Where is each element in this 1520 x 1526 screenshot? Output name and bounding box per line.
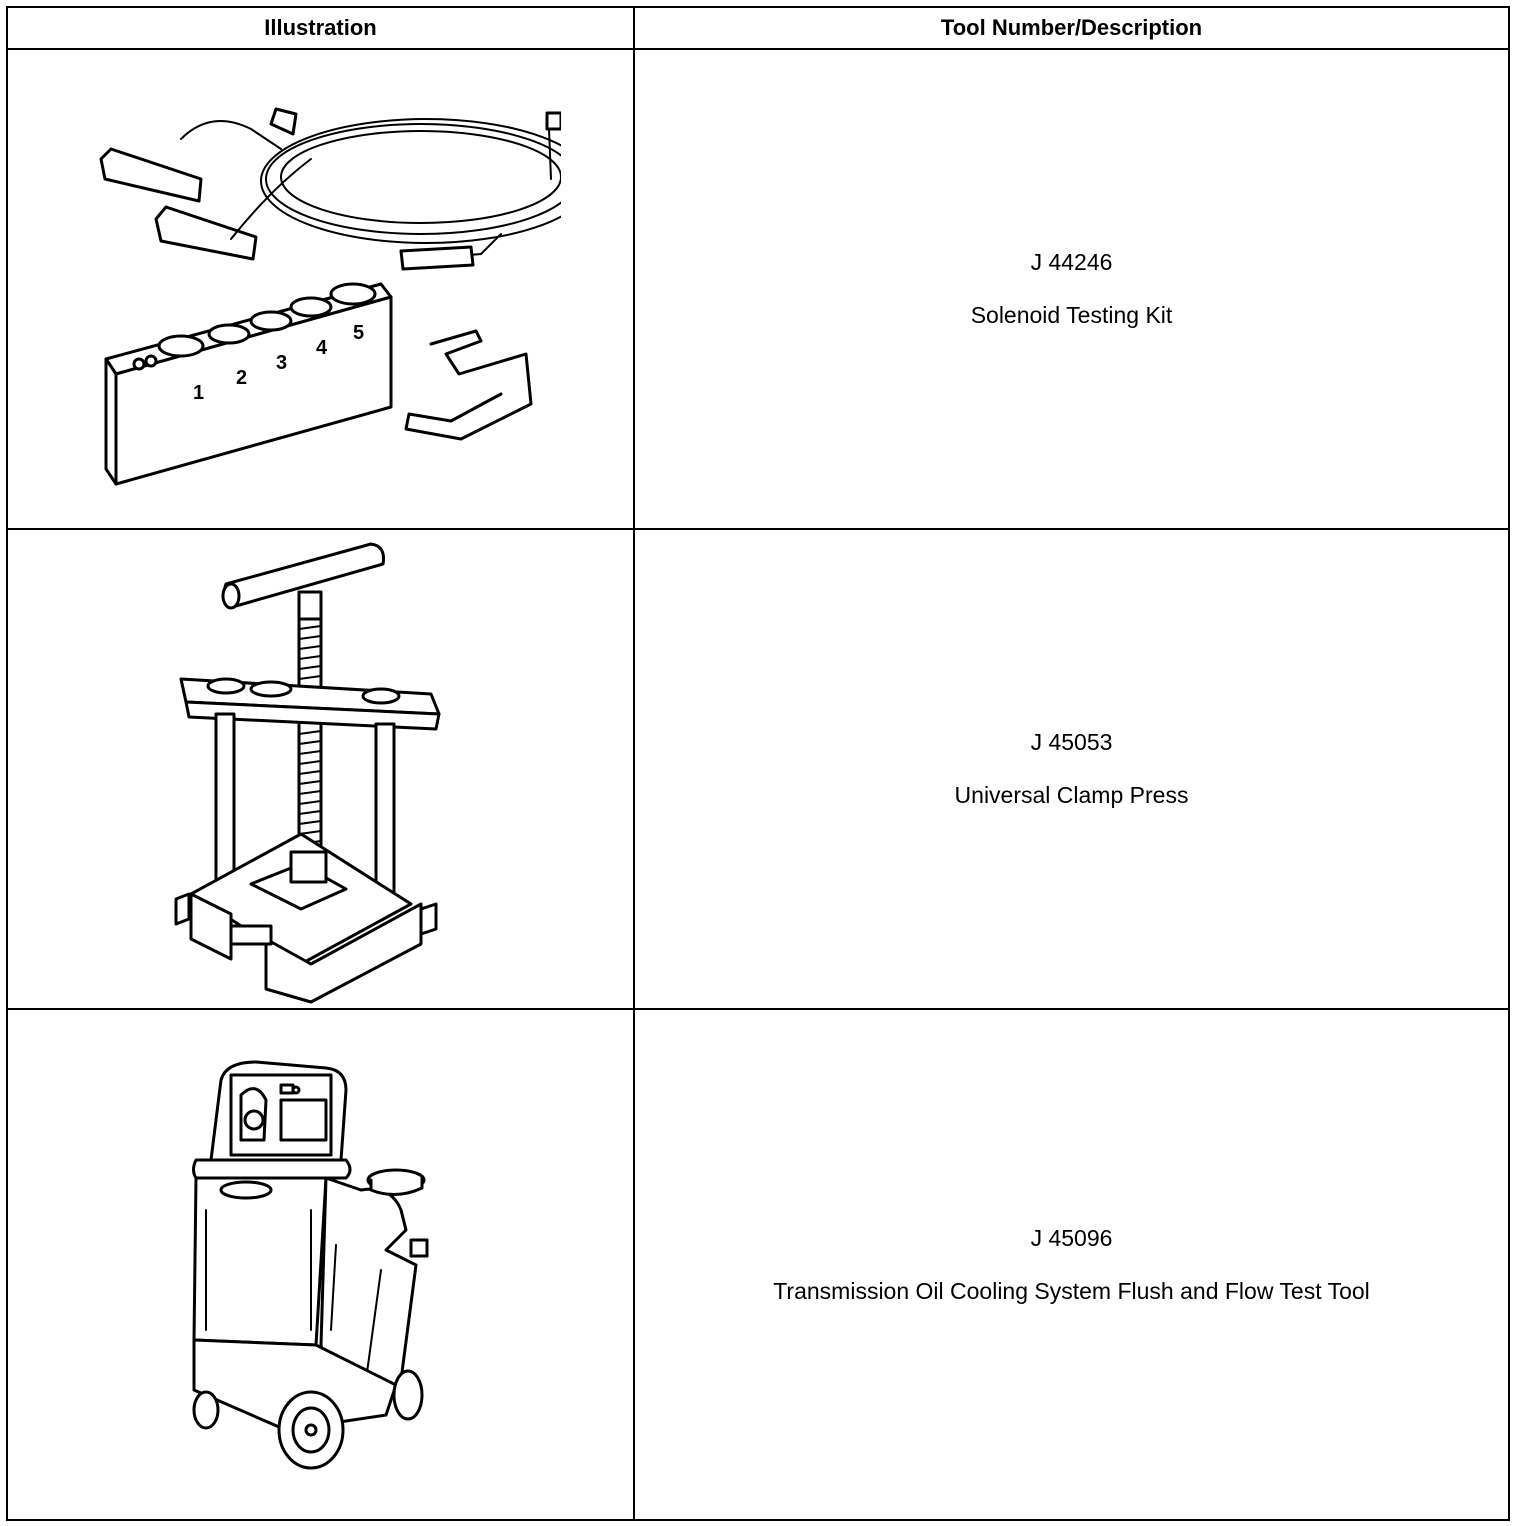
- tool-number: J 44246: [1030, 249, 1113, 275]
- universal-clamp-press-illustration: [174, 542, 440, 1004]
- port-label-4: 4: [316, 337, 328, 359]
- illustration-cell: [6, 528, 635, 1010]
- description-cell: J 45053 Universal Clamp Press: [633, 528, 1510, 1010]
- table-row: 1 2 3 4 5 J 44246 Solenoid Testing Kit: [6, 48, 1510, 530]
- tool-description: Universal Clamp Press: [954, 782, 1189, 808]
- description-cell: J 45096 Transmission Oil Cooling System …: [633, 1008, 1510, 1521]
- tool-number: J 45096: [1030, 1224, 1113, 1251]
- tool-description: Transmission Oil Cooling System Flush an…: [773, 1277, 1370, 1304]
- illustration-cell: 1 2 3 4 5: [6, 48, 635, 530]
- solenoid-testing-kit-illustration: 1 2 3 4 5: [99, 107, 561, 486]
- port-label-5: 5: [353, 322, 364, 344]
- tool-description: Solenoid Testing Kit: [970, 302, 1173, 328]
- tool-number: J 45053: [1030, 729, 1113, 755]
- tool-table: Illustration Tool Number/Description: [6, 6, 1510, 1521]
- header-tool-number-description: Tool Number/Description: [633, 6, 1510, 50]
- port-label-2: 2: [236, 367, 247, 389]
- table-row: J 45096 Transmission Oil Cooling System …: [6, 1008, 1510, 1521]
- header-illustration: Illustration: [6, 6, 635, 50]
- table-row: J 45053 Universal Clamp Press: [6, 528, 1510, 1010]
- illustration-cell: [6, 1008, 635, 1521]
- description-cell: J 44246 Solenoid Testing Kit: [633, 48, 1510, 530]
- header-row: Illustration Tool Number/Description: [6, 6, 1510, 50]
- flush-and-flow-test-tool-illustration: [191, 1060, 428, 1469]
- port-label-1: 1: [193, 382, 204, 404]
- port-label-3: 3: [276, 352, 287, 374]
